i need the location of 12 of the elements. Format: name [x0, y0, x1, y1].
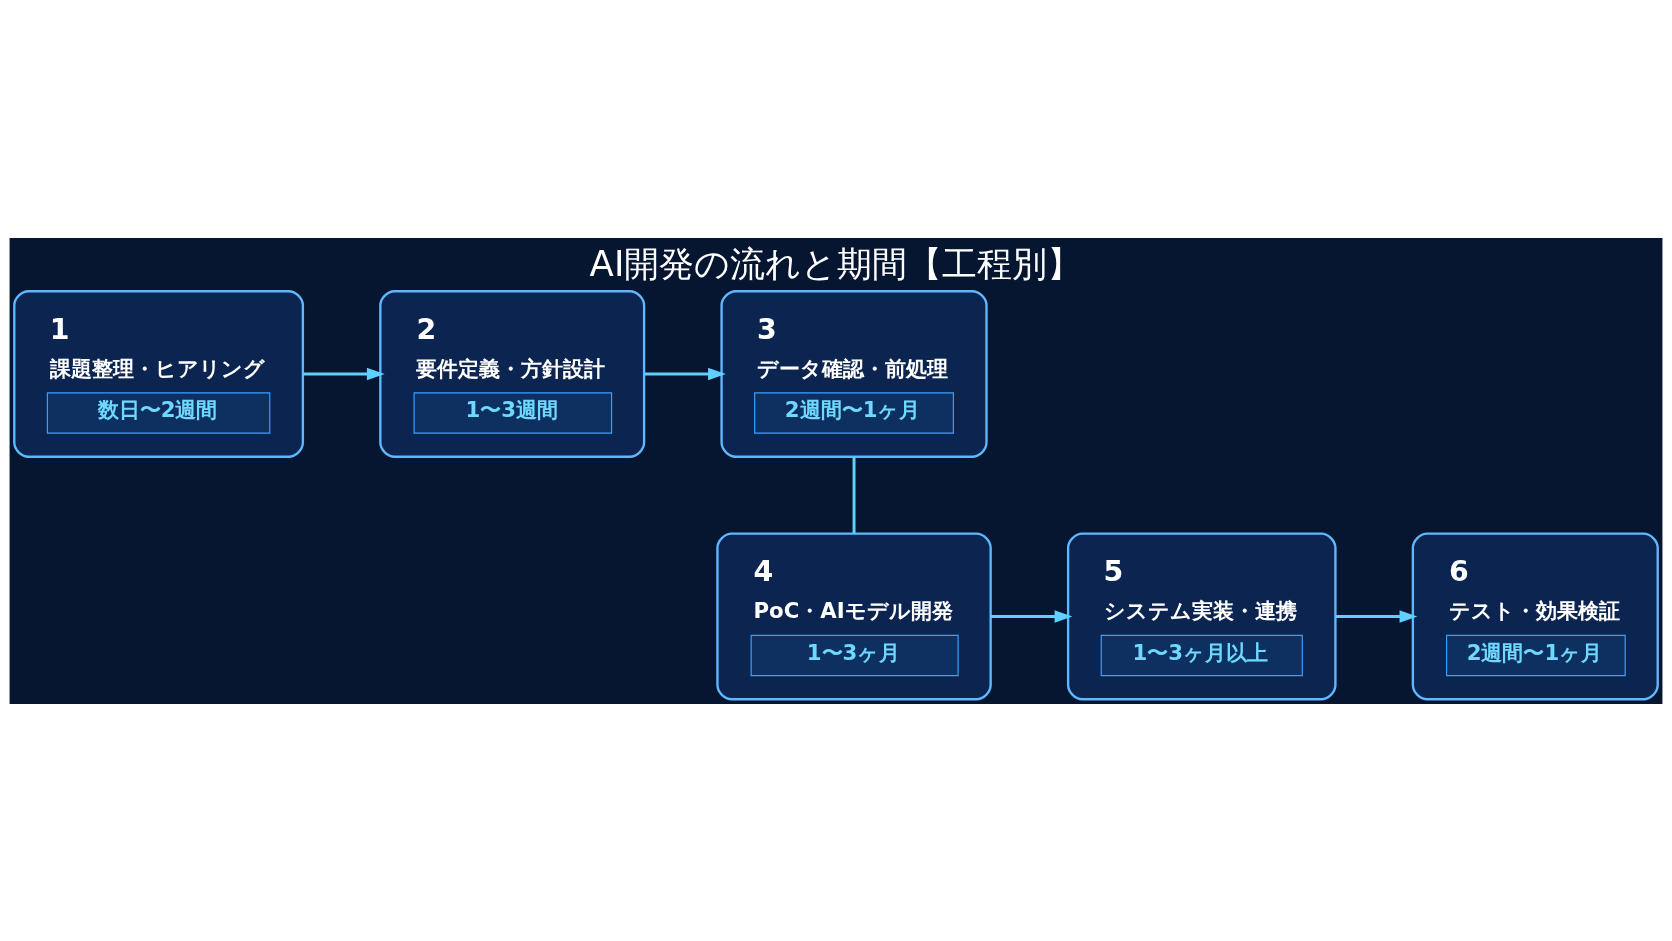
connector: [852, 456, 856, 533]
arrow: [644, 367, 726, 380]
node-box: 3 データ確認・前処理 2週間〜1ヶ月: [720, 289, 988, 458]
node-box: 5 システム実装・連携 1〜3ヶ月以上: [1066, 532, 1337, 700]
node-box: 4 PoC・AIモデル開発 1〜3ヶ月: [716, 532, 992, 700]
node-box: 2 要件定義・方針設計 1〜3週間: [379, 289, 646, 458]
arrow: [302, 367, 385, 380]
node-box: 6 テスト・効果検証 2週間〜1ヶ月: [1411, 532, 1659, 700]
diagram-title: AI開発の流れと期間【工程別】: [589, 242, 1083, 284]
arrow: [990, 609, 1073, 623]
node-box: 1 課題整理・ヒアリング 数日〜2週間: [13, 289, 305, 458]
arrow: [1335, 609, 1418, 623]
